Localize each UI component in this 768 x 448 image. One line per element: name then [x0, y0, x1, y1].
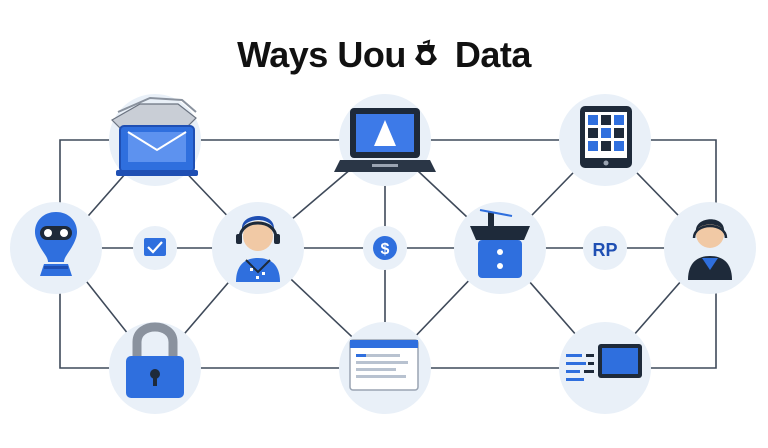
rp-label-icon: RP: [592, 240, 617, 260]
dollar-icon: $: [373, 236, 397, 260]
laptop-mail-stack-icon: [111, 96, 198, 176]
title-part-1: Ways Uou: [237, 34, 406, 75]
tablet-list-icon: [566, 344, 642, 381]
stamp-glyph-icon: [415, 39, 438, 65]
support-agent-icon: [236, 216, 280, 282]
document-list-icon: [349, 339, 419, 391]
svg-text:RP: RP: [592, 240, 617, 260]
cargo-ship-icon: [470, 209, 530, 278]
page-title: Ways Uou Data: [0, 34, 768, 76]
padlock-icon: [126, 322, 184, 398]
node-rp-bg: [583, 226, 627, 270]
person-icon: [688, 219, 732, 280]
title-part-2: Data: [454, 34, 532, 75]
svg-text:$: $: [381, 241, 390, 258]
mail-check-icon: [144, 238, 166, 256]
robot-bulb-icon: [34, 212, 78, 276]
tablet-apps-icon: [580, 106, 632, 168]
laptop-user-icon: [334, 108, 436, 172]
